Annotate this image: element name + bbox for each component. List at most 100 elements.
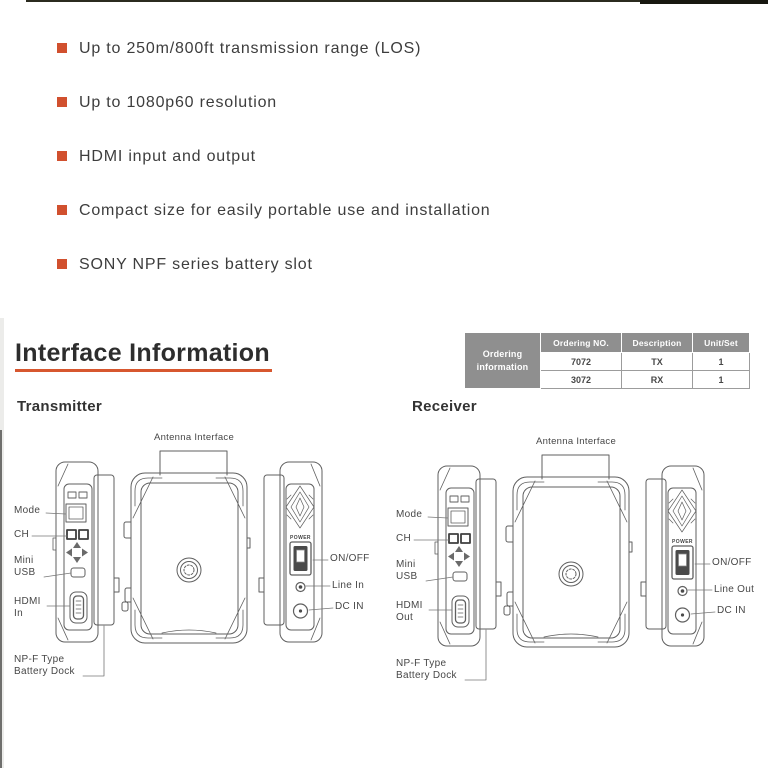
front-view: [503, 476, 633, 648]
ch-label: CH: [396, 533, 412, 544]
transmitter-heading: Transmitter: [17, 398, 102, 415]
feature-item: Compact size for easily portable use and…: [57, 202, 491, 220]
square-bullet-icon: [57, 43, 67, 53]
table-row: 3072 RX 1: [465, 370, 750, 389]
table-cell: 1: [692, 352, 750, 371]
side-knob: [503, 605, 511, 616]
side-tab: [505, 525, 514, 543]
table-cell: TX: [621, 352, 693, 371]
dpad-icon: [448, 546, 470, 567]
side-knob: [121, 601, 129, 612]
indicator-led: [460, 495, 470, 503]
square-bullet-icon: [57, 259, 67, 269]
mini-usb-label: Mini USB: [14, 555, 36, 578]
feature-list: Up to 250m/800ft transmission range (LOS…: [57, 40, 491, 310]
side-view-left: [434, 465, 502, 647]
transmitter-device-art: POWER: [10, 430, 380, 700]
mode-display: [65, 503, 87, 523]
mini-usb-port: [452, 571, 468, 582]
table-cell: RX: [621, 370, 693, 389]
feature-text: HDMI input and output: [79, 148, 256, 165]
feature-item: Up to 1080p60 resolution: [57, 94, 491, 112]
feature-text: SONY NPF series battery slot: [79, 256, 313, 273]
antenna-bracket: [159, 450, 228, 476]
photo-edge-top-right: [640, 0, 768, 4]
battery-dock-plate: [475, 478, 497, 630]
feature-text: Up to 1080p60 resolution: [79, 94, 277, 111]
ch-button: [66, 529, 77, 540]
dc-in-label: DC IN: [335, 601, 364, 612]
feature-text: Compact size for easily portable use and…: [79, 202, 491, 219]
feature-item: HDMI input and output: [57, 148, 491, 166]
screw-mount: [176, 557, 202, 583]
table-cell: 1: [692, 370, 750, 389]
column-header: Ordering NO.: [540, 332, 622, 353]
line-out-label: Line Out: [714, 584, 755, 595]
photo-edge-left-line: [0, 430, 2, 768]
device-drawing: POWER: [31, 450, 334, 677]
square-bullet-icon: [57, 97, 67, 107]
line-jack: [295, 581, 306, 593]
antenna-interface-label: Antenna Interface: [153, 432, 235, 443]
screw-mount: [558, 561, 584, 587]
ch-label: CH: [14, 529, 30, 540]
front-view: [121, 472, 251, 644]
dc-in-label: DC IN: [717, 605, 746, 616]
leader-lines: [413, 516, 716, 681]
square-bullet-icon: [57, 151, 67, 161]
battery-dock-plate: [93, 474, 115, 626]
hdmi-in-label: HDMI In: [14, 596, 41, 619]
dpad-icon: [66, 542, 88, 563]
antenna-bracket: [541, 454, 610, 480]
table-cell: 3072: [540, 370, 622, 389]
power-switch: [289, 541, 312, 576]
mini-usb-label: Mini USB: [396, 559, 418, 582]
on-off-label: ON/OFF: [330, 553, 370, 564]
indicator-led: [449, 495, 459, 503]
leader-lines: [31, 512, 334, 677]
speaker-vent: [667, 489, 697, 533]
battery-dock-label: NP-F Type Battery Dock: [14, 654, 75, 677]
line-in-label: Line In: [332, 580, 365, 591]
speaker-vent: [285, 485, 315, 529]
side-tab: [124, 587, 132, 603]
feature-item: SONY NPF series battery slot: [57, 256, 491, 274]
ch-button: [448, 533, 459, 544]
side-tab: [123, 521, 132, 539]
transmitter-diagram: POWER Antenna Interface Mode CH Mini USB…: [10, 430, 380, 700]
hdmi-port: [69, 591, 88, 624]
table-row: 7072 TX 1: [465, 352, 750, 371]
feature-text: Up to 250m/800ft transmission range (LOS…: [79, 40, 422, 57]
side-view-right: [640, 465, 705, 647]
side-view-left: [52, 461, 120, 643]
mode-display: [447, 507, 469, 527]
power-label: POWER: [290, 535, 311, 541]
page-title: Interface Information: [15, 339, 270, 367]
table-row-label: Ordering information: [464, 332, 541, 389]
hdmi-out-label: HDMI Out: [396, 600, 423, 623]
mini-usb-port: [70, 567, 86, 578]
mode-label: Mode: [396, 509, 423, 520]
battery-dock-label: NP-F Type Battery Dock: [396, 658, 457, 681]
dc-jack: [674, 607, 691, 623]
battery-dock-plate: [645, 478, 667, 630]
table-cell: 7072: [540, 352, 622, 371]
mode-label: Mode: [14, 505, 41, 516]
photo-edge-top: [26, 0, 768, 2]
side-view-right: [258, 461, 323, 643]
power-label: POWER: [672, 539, 693, 545]
ordering-info-table: Ordering information Ordering NO. Descri…: [464, 332, 750, 389]
column-header: Description: [621, 332, 693, 353]
indicator-led: [67, 491, 77, 499]
photo-edge-left-band: [0, 318, 4, 768]
ch-button: [460, 533, 471, 544]
title-underline: [15, 369, 272, 372]
receiver-device-art: POWER: [392, 434, 762, 704]
hdmi-port: [451, 595, 470, 628]
device-drawing: POWER: [413, 454, 716, 681]
power-switch: [671, 545, 694, 580]
receiver-heading: Receiver: [412, 398, 477, 415]
on-off-label: ON/OFF: [712, 557, 752, 568]
feature-item: Up to 250m/800ft transmission range (LOS…: [57, 40, 491, 58]
battery-dock-plate: [263, 474, 285, 626]
